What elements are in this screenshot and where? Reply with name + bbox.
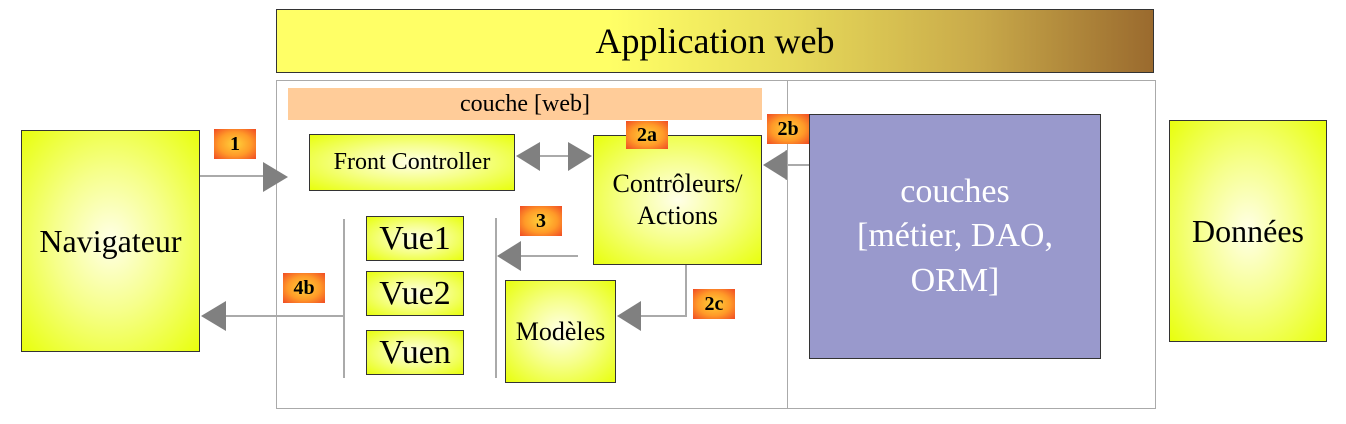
navigateur-node: Navigateur bbox=[21, 130, 200, 352]
donnees-node: Données bbox=[1169, 120, 1327, 342]
step-badge-4b: 4b bbox=[283, 273, 325, 303]
frame-divider bbox=[787, 80, 788, 409]
step-2b-label: 2b bbox=[777, 117, 799, 140]
application-frame bbox=[276, 80, 1156, 409]
step-badge-2a: 2a bbox=[626, 121, 668, 149]
modeles-node: Modèles bbox=[505, 280, 616, 383]
metier-dao-orm-node: couches [métier, DAO, ORM] bbox=[809, 114, 1101, 359]
step-2c-label: 2c bbox=[704, 292, 724, 315]
vuen-label: Vuen bbox=[379, 333, 451, 371]
metier-label: couches [métier, DAO, ORM] bbox=[857, 173, 1053, 299]
vue1-label: Vue1 bbox=[379, 219, 451, 257]
step-badge-1: 1 bbox=[214, 129, 256, 159]
title-text: Application web bbox=[595, 21, 835, 61]
step-3-label: 3 bbox=[536, 209, 546, 232]
arrowhead-3 bbox=[497, 241, 521, 271]
arrowhead-fc-left bbox=[516, 142, 540, 171]
application-web-title: Application web bbox=[276, 9, 1154, 73]
front-controller-node: Front Controller bbox=[309, 134, 515, 191]
vue1-node: Vue1 bbox=[366, 216, 464, 261]
donnees-label: Données bbox=[1192, 212, 1304, 249]
web-layer-header: couche [web] bbox=[288, 88, 762, 120]
arrowhead-2b bbox=[763, 150, 787, 180]
web-layer-label: couche [web] bbox=[460, 90, 590, 117]
modeles-label: Modèles bbox=[515, 316, 606, 346]
step-4b-label: 4b bbox=[293, 276, 315, 299]
connector-2c-line bbox=[640, 265, 687, 317]
arrowhead-2c bbox=[617, 301, 641, 331]
step-1-label: 1 bbox=[230, 132, 240, 155]
front-controller-label: Front Controller bbox=[333, 149, 491, 175]
arrowhead-4b bbox=[201, 301, 226, 331]
arrowhead-1 bbox=[263, 162, 288, 192]
vue2-node: Vue2 bbox=[366, 271, 464, 316]
step-badge-3: 3 bbox=[520, 206, 562, 236]
navigateur-label: Navigateur bbox=[39, 222, 182, 259]
controleurs-label: Contrôleurs/ Actions bbox=[612, 168, 743, 231]
controleurs-actions-node: Contrôleurs/ Actions bbox=[593, 135, 762, 265]
step-badge-2c: 2c bbox=[693, 289, 735, 319]
arrowhead-fc-right bbox=[568, 142, 592, 171]
step-badge-2b: 2b bbox=[767, 114, 809, 144]
step-2a-label: 2a bbox=[637, 123, 657, 146]
vue2-label: Vue2 bbox=[379, 274, 451, 312]
vuen-node: Vuen bbox=[366, 330, 464, 375]
